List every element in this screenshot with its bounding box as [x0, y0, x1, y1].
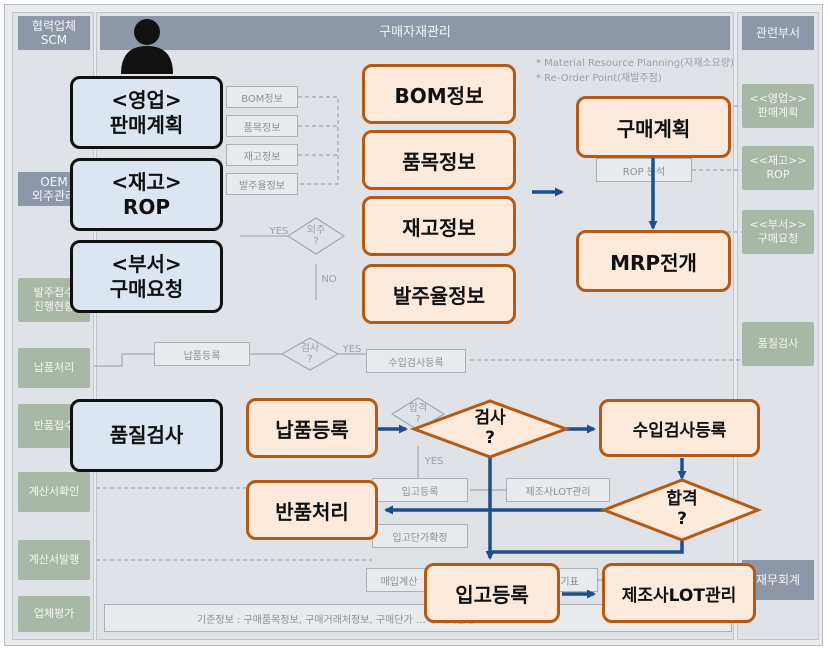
bg-right-item: <<부서>> 구매요청: [742, 210, 814, 254]
input-name: 판매계획: [109, 112, 184, 137]
bg-center-item: 품목정보: [226, 115, 298, 137]
pass-question: 합격 ?: [666, 489, 698, 529]
bom-info-box: BOM정보: [362, 64, 516, 124]
order-rate-info-box: 발주율정보: [362, 264, 516, 324]
yes-label: YES: [269, 226, 289, 237]
return-processing-box: 반품처리: [246, 480, 378, 540]
bg-left-item: 업체평가: [18, 596, 90, 632]
input-rop: <재고> ROP: [70, 158, 223, 231]
input-name: 구매요청: [109, 276, 184, 301]
bg-center-item: 재고정보: [226, 144, 298, 166]
input-tag: <영업>: [111, 87, 182, 112]
bg-center-item: 매입계산: [366, 568, 432, 592]
input-tag: <재고>: [111, 169, 182, 194]
input-tag: <부서>: [111, 251, 182, 276]
mrp-box: MRP전개: [576, 230, 731, 292]
bg-center-item: 입고단가확정: [372, 524, 468, 548]
inspection-question: 검사 ?: [474, 408, 506, 448]
bg-right-item: <<영업>> 판매계획: [742, 84, 814, 128]
bg-center-item: 납품등록: [154, 342, 250, 366]
note-rop: * Re-Order Point(재발주점): [536, 73, 662, 84]
input-quality-check: 품질검사: [70, 399, 223, 472]
bg-center-item: 발주율정보: [226, 173, 298, 195]
yes-label: YES: [342, 344, 362, 355]
bg-diamond-label: 합격 ?: [408, 403, 428, 425]
note-mrp: * Material Resource Planning(자재소요량): [536, 58, 734, 69]
bg-left-item: 납품처리: [18, 348, 90, 388]
bg-left-item: 계산서확인: [18, 472, 90, 512]
bg-right-item: <<재고>> ROP: [742, 146, 814, 190]
bg-center-item: BOM정보: [226, 86, 298, 108]
incoming-inspection-box: 수입검사등록: [599, 399, 760, 457]
receiving-registration-box: 입고등록: [424, 563, 560, 623]
right-header: 관련부서: [742, 16, 814, 50]
inspection-diamond: [409, 399, 571, 459]
input-purchase-request: <부서> 구매요청: [70, 240, 223, 313]
delivery-registration-box: 납품등록: [246, 398, 378, 458]
person-icon: [121, 19, 173, 74]
bg-right-item: 품질검사: [742, 322, 814, 366]
center-header: 구매자재관리: [100, 16, 730, 50]
no-label: NO: [321, 274, 337, 285]
bg-center-item: 제조사LOT관리: [506, 478, 610, 502]
item-info-box: 품목정보: [362, 130, 516, 190]
yes-label: YES: [424, 456, 444, 467]
input-sales-plan: <영업> 판매계획: [70, 76, 223, 149]
input-name: 품질검사: [109, 423, 184, 447]
bg-center-item: ROP 분석: [596, 158, 692, 182]
inventory-info-box: 재고정보: [362, 196, 516, 256]
bg-center-item: 수입검사등록: [366, 349, 466, 373]
bg-center-item: 입고등록: [372, 478, 468, 502]
lot-management-box: 제조사LOT관리: [602, 563, 756, 623]
pass-diamond: [599, 478, 763, 542]
left-header: 협력업체 SCM: [18, 16, 90, 50]
bg-diamond-label: 검사 ?: [300, 343, 320, 365]
bg-diamond-label: 외주 ?: [306, 225, 326, 247]
input-name: ROP: [122, 194, 171, 219]
purchase-plan-box: 구매계획: [576, 96, 731, 158]
bg-left-item: 계산서발행: [18, 540, 90, 580]
